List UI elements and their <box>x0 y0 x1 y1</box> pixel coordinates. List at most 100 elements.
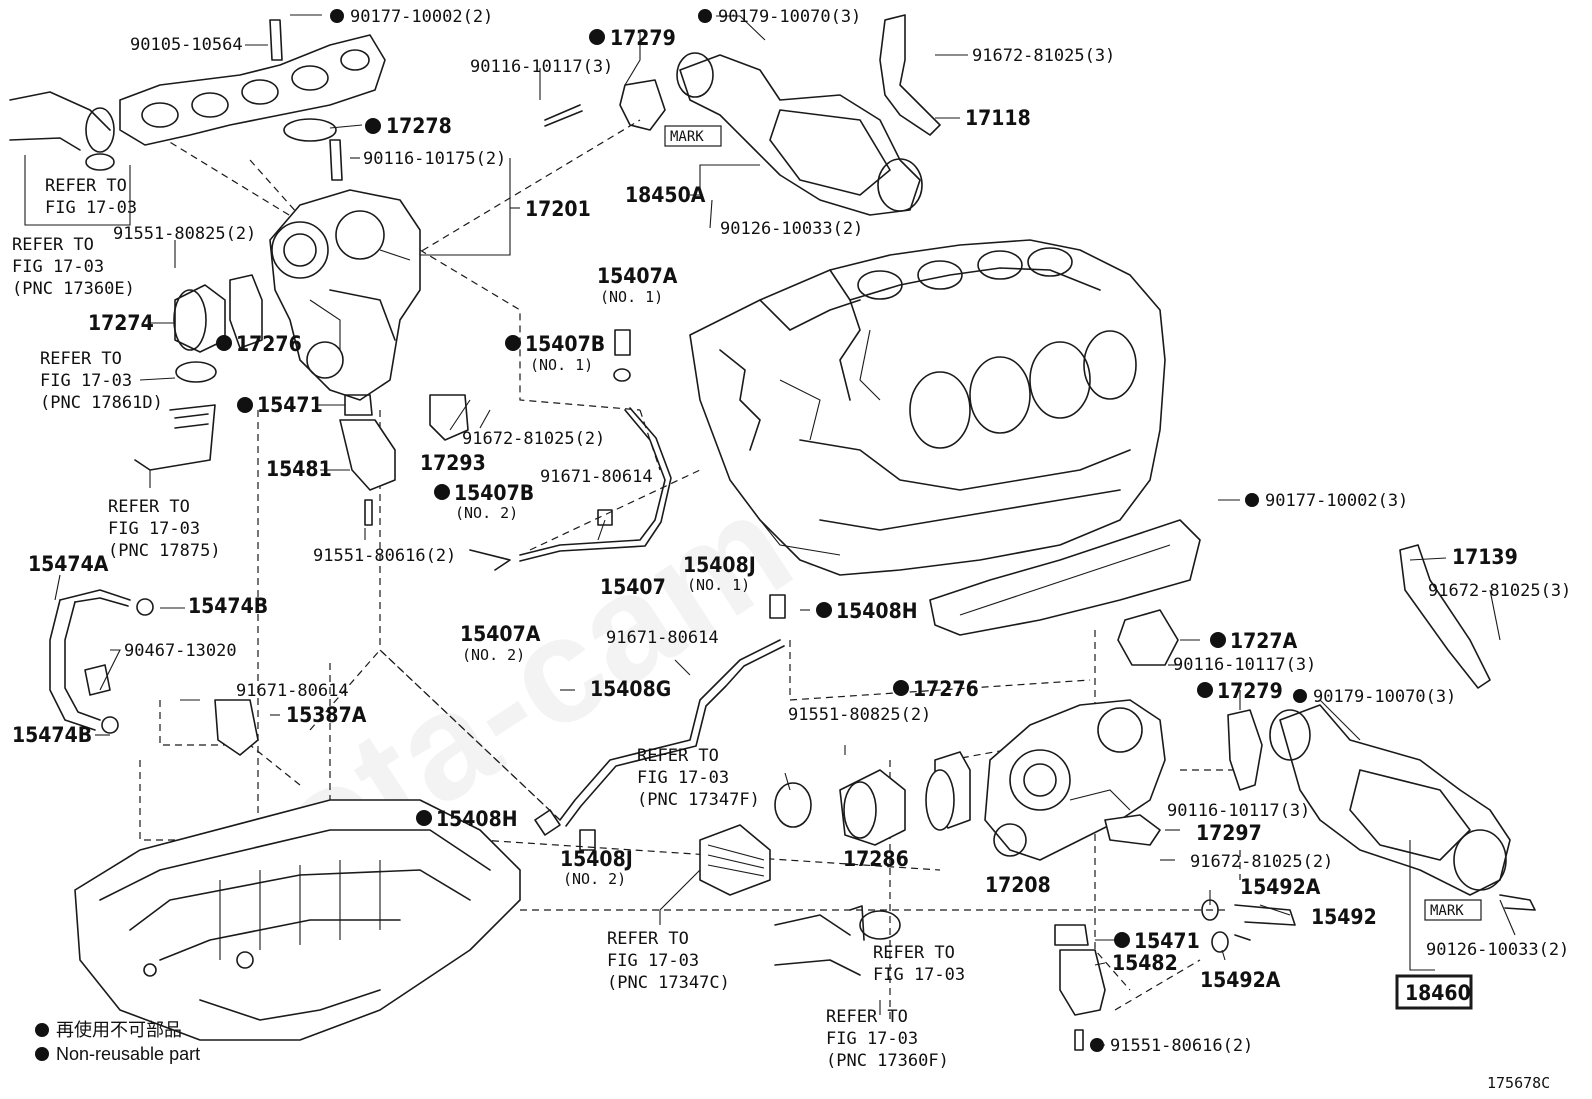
gasket-1727A <box>1117 609 1179 666</box>
hose-15474A <box>49 589 154 734</box>
non-reusable-dot <box>1114 932 1130 948</box>
callout-label: FIG 17-03 <box>637 768 729 788</box>
mark-box <box>664 125 722 147</box>
callout-label: (PNC 17875) <box>108 541 221 561</box>
callout-label: 17139 <box>1452 545 1518 569</box>
callout-label: 90116-10117(3) <box>1173 655 1316 675</box>
callout-label: (PNC 17347C) <box>607 973 730 993</box>
non-reusable-dot <box>216 335 232 351</box>
callout-label: REFER TO <box>826 1007 908 1027</box>
callout-label: REFER TO <box>45 176 127 196</box>
non-reusable-dot <box>365 118 381 134</box>
callout-label: 17279 <box>610 26 676 50</box>
non-reusable-dot <box>1197 682 1213 698</box>
callout-label: 15474A <box>28 552 109 576</box>
callout-label: 15407A <box>460 622 541 646</box>
callout-label: 17118 <box>965 106 1031 130</box>
intake-pipe-top-left <box>9 91 115 171</box>
non-reusable-dot <box>505 335 521 351</box>
callout-label: (PNC 17861D) <box>40 393 163 413</box>
bracket-17297 <box>1104 814 1161 846</box>
callout-label: 15492A <box>1240 875 1321 899</box>
callout-label: 17293 <box>420 451 486 475</box>
callout-label: 15408J <box>560 847 633 871</box>
callout-label: 90179-10070(3) <box>1313 687 1456 707</box>
callout-label: 17276 <box>236 332 302 356</box>
non-reusable-dot <box>589 29 605 45</box>
callout-label: 91551-80825(2) <box>113 224 256 244</box>
callout-label: 15474B <box>12 723 92 747</box>
non-reusable-dot <box>1245 493 1259 507</box>
callout-label: FIG 17-03 <box>607 951 699 971</box>
callout-label: 90116-10117(3) <box>470 57 613 77</box>
callout-label: FIG 17-03 <box>40 371 132 391</box>
leader-lines <box>24 14 1516 1046</box>
callout-label: REFER TO <box>637 746 719 766</box>
callout-label: 15407B <box>525 332 605 356</box>
intake-hose-right <box>699 824 901 976</box>
callout-label: (PNC 17360E) <box>12 279 135 299</box>
callout-label: 91672-81025(2) <box>462 429 605 449</box>
callout-label: 90116-10175(2) <box>363 149 506 169</box>
callout-label: 91671-80614 <box>540 467 653 487</box>
engine-block <box>689 239 1166 576</box>
callout-label: 17274 <box>88 311 154 335</box>
legend-dot <box>35 1023 49 1037</box>
highlighted-part-box <box>1395 974 1473 1010</box>
oil-pipe-15482 <box>1054 924 1106 1051</box>
non-reusable-dot <box>434 484 450 500</box>
callout-label: 90467-13020 <box>124 641 237 661</box>
catalytic-converter-18460 <box>1269 704 1536 911</box>
callout-label: 17286 <box>843 847 909 871</box>
callout-label: 90116-10117(3) <box>1167 801 1310 821</box>
callout-label: 18450A <box>625 183 706 207</box>
callout-label: 15387A <box>286 703 367 727</box>
mark-label: MARK <box>670 129 704 145</box>
oil-pipe-15408G <box>534 594 786 851</box>
callout-label: 91671-80614 <box>606 628 719 648</box>
legend-dot <box>35 1047 49 1061</box>
callout-label: REFER TO <box>873 943 955 963</box>
non-reusable-dot <box>1090 1038 1104 1052</box>
callout-label: 91551-80825(2) <box>788 705 931 725</box>
non-reusable-dot <box>698 9 712 23</box>
non-reusable-dot <box>816 602 832 618</box>
exhaust-manifold-gasket <box>119 34 386 146</box>
callout-label: 91672-81025(3) <box>1428 581 1571 601</box>
callout-label: 15408H <box>436 807 518 831</box>
callout-label: (NO. 2) <box>462 646 525 664</box>
callout-label: REFER TO <box>108 497 190 517</box>
callout-label: (NO. 1) <box>530 356 593 374</box>
oil-feed-pipe-15407 <box>469 329 672 571</box>
callout-label: 90177-10002(2) <box>350 7 493 27</box>
callout-label: 90179-10070(3) <box>718 7 861 27</box>
callout-label: 15471 <box>1134 929 1200 953</box>
diagram-code: 175678C <box>1487 1074 1550 1092</box>
non-reusable-dot <box>330 9 344 23</box>
callout-label: (NO. 1) <box>687 576 750 594</box>
stud-bolts-top <box>269 19 583 181</box>
callout-label: 90126-10033(2) <box>1426 940 1569 960</box>
callout-label: 17201 <box>525 197 591 221</box>
callout-label: FIG 17-03 <box>108 519 200 539</box>
callout-label: 90105-10564 <box>130 35 243 55</box>
outlet-hose-17274 <box>134 274 263 471</box>
legend-en: Non-reusable part <box>56 1044 200 1064</box>
callout-label: 15492A <box>1200 968 1281 992</box>
callout-label: 15408J <box>683 553 756 577</box>
callout-label: (PNC 17360F) <box>826 1051 949 1071</box>
callout-label: 15492 <box>1311 905 1377 929</box>
callout-label: 17278 <box>386 114 452 138</box>
callout-label: 17297 <box>1196 821 1262 845</box>
non-reusable-dot <box>237 397 253 413</box>
callout-label: 91551-80616(2) <box>1110 1036 1253 1056</box>
callout-label: 15471 <box>257 393 323 417</box>
callout-labels: 90177-10002(2) 90105-10564 17279 90179-1… <box>12 7 1571 1071</box>
gasket-17276-right <box>925 769 955 831</box>
mark-label: MARK <box>1430 903 1464 919</box>
callout-label: 90177-10002(3) <box>1265 491 1408 511</box>
callout-label: 15407 <box>600 575 666 599</box>
callout-label: REFER TO <box>40 349 122 369</box>
callout-label: 90126-10033(2) <box>720 219 863 239</box>
gasket-17278 <box>283 118 337 142</box>
